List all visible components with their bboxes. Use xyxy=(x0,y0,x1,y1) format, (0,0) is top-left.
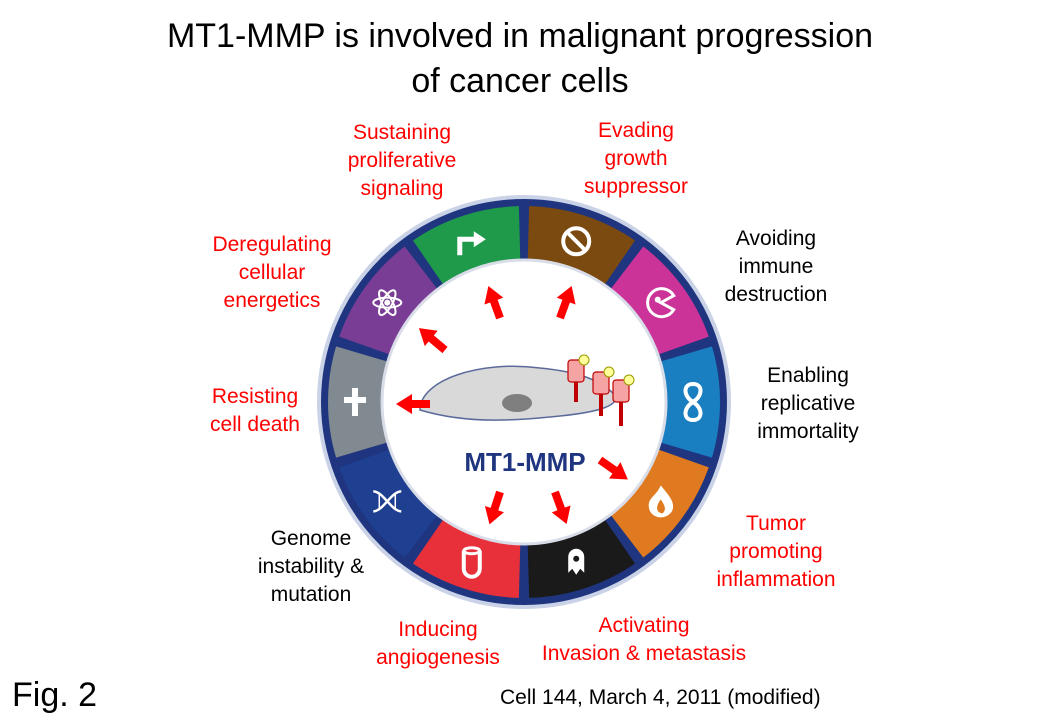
arrow-to-sustaining xyxy=(484,286,504,320)
segment-inducing xyxy=(412,519,521,598)
prohibition-icon xyxy=(561,226,592,257)
label-line: mutation xyxy=(270,583,352,606)
arrow-to-activating xyxy=(551,490,571,524)
arrow-to-inducing xyxy=(484,490,504,525)
arrow-to-tumor xyxy=(597,456,628,480)
segment-sustaining xyxy=(412,206,521,285)
effect-arrows xyxy=(396,286,628,525)
mt1-mmp-center-label: MT1-MMP xyxy=(464,447,586,477)
diagram-title: MT1-MMP is involved in malignant progres… xyxy=(0,14,1040,104)
label-line: instability & xyxy=(257,555,365,578)
label-line: angiogenesis xyxy=(376,646,500,669)
label-line: Evading xyxy=(598,119,674,142)
atom-icon xyxy=(372,289,403,317)
label-inducing-angiogenesis: Inducing angiogenesis xyxy=(376,616,500,672)
label-line: immune xyxy=(738,255,814,278)
label-line: proliferative xyxy=(347,149,457,172)
label-line: Sustaining xyxy=(352,121,452,144)
label-line: Genome xyxy=(270,527,352,550)
label-enabling-replicative-immortality: Enabling replicative immortality xyxy=(757,362,859,446)
label-line: replicative xyxy=(760,392,856,415)
figure-label: Fig. 2 xyxy=(12,676,98,714)
label-line: Avoiding xyxy=(735,227,817,250)
label-line: Enabling xyxy=(767,364,849,387)
label-resisting-cell-death: Resisting cell death xyxy=(210,383,300,439)
label-line: Activating xyxy=(598,614,690,637)
citation: Cell 144, March 4, 2011 (modified) xyxy=(500,686,821,709)
label-line: Invasion & metastasis xyxy=(541,642,747,665)
label-line: suppressor xyxy=(584,175,688,198)
title-line-2: of cancer cells xyxy=(411,62,629,100)
cell-nucleus xyxy=(502,394,532,412)
label-line: Tumor xyxy=(746,512,806,535)
label-line: inflammation xyxy=(716,568,836,591)
label-sustaining-proliferative-signaling: Sustaining proliferative signaling xyxy=(348,119,457,203)
title-line-1: MT1-MMP is involved in malignant progres… xyxy=(166,17,874,55)
label-line: cell death xyxy=(210,413,300,436)
flame-icon xyxy=(648,485,674,518)
arrow-to-evading xyxy=(556,286,576,320)
label-tumor-promoting-inflammation: Tumor promoting inflammation xyxy=(716,510,835,594)
label-line: Deregulating xyxy=(212,233,332,256)
label-line: destruction xyxy=(724,283,828,306)
tombstone-cross-icon xyxy=(344,388,366,416)
label-evading-growth-suppressor: Evading growth suppressor xyxy=(584,117,688,201)
arrow-to-deregulating xyxy=(418,328,448,354)
pacman-cell-icon xyxy=(646,287,676,319)
label-line: signaling xyxy=(360,177,444,200)
label-line: promoting xyxy=(729,540,823,563)
infinity-icon xyxy=(683,381,703,423)
label-line: energetics xyxy=(223,289,321,312)
label-line: immortality xyxy=(757,420,859,443)
arrow-icon xyxy=(457,231,486,256)
label-line: cellular xyxy=(238,261,306,284)
crab-icon xyxy=(568,548,585,575)
label-genome-instability-mutation: Genome instability & mutation xyxy=(258,525,364,609)
vessel-icon xyxy=(461,546,482,579)
mt1-mmp-enzyme-icons xyxy=(567,354,635,426)
label-deregulating-cellular-energetics: Deregulating cellular energetics xyxy=(212,231,331,315)
dna-icon xyxy=(373,490,402,513)
label-line: Inducing xyxy=(398,618,478,641)
arrow-to-resisting xyxy=(396,394,430,414)
label-line: growth xyxy=(604,147,668,170)
label-line: Resisting xyxy=(211,385,299,408)
segment-icons xyxy=(344,226,703,579)
label-avoiding-immune-destruction: Avoiding immune destruction xyxy=(725,225,828,309)
